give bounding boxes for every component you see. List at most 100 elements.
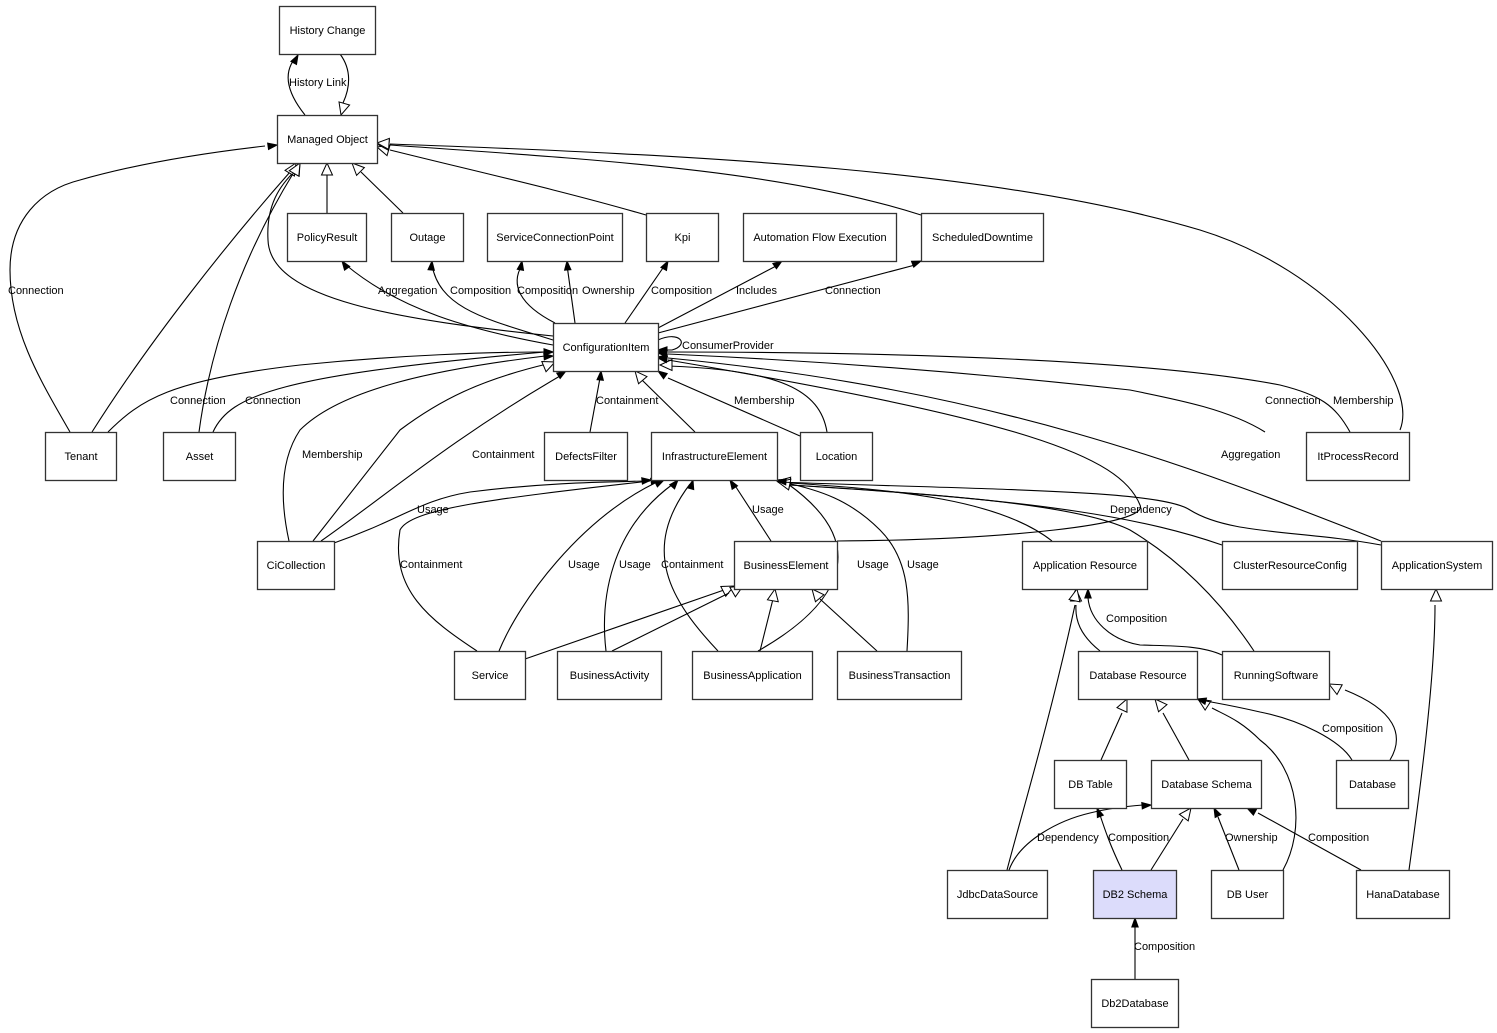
node-application-system[interactable]: ApplicationSystem: [1380, 540, 1494, 591]
node-running-software[interactable]: RunningSoftware: [1221, 650, 1331, 701]
node-box[interactable]: [278, 5, 377, 56]
node-box[interactable]: [691, 650, 814, 701]
node-location[interactable]: Location: [799, 431, 874, 482]
node-hana-database[interactable]: HanaDatabase: [1355, 869, 1451, 920]
node-box[interactable]: [162, 431, 237, 482]
node-cluster-resource-config[interactable]: ClusterResourceConfig: [1221, 540, 1359, 591]
node-it-process-record[interactable]: ItProcessRecord: [1305, 431, 1411, 482]
filled-arrowhead-icon: [729, 478, 739, 491]
node-box[interactable]: [1305, 431, 1411, 482]
association-line: [1257, 812, 1362, 871]
node-defects-filter[interactable]: DefectsFilter: [543, 431, 629, 482]
node-box[interactable]: [1090, 978, 1180, 1029]
node-box[interactable]: [650, 431, 779, 482]
edge-configuration-item-to-policy-result: [341, 259, 554, 346]
node-box[interactable]: [276, 114, 379, 165]
node-configuration-item[interactable]: ConfigurationItem: [552, 322, 660, 373]
node-automation-flow-execution[interactable]: Automation Flow Execution: [742, 212, 898, 263]
node-jdbc-data-source[interactable]: JdbcDataSource: [946, 869, 1049, 920]
node-box[interactable]: [486, 212, 624, 263]
edge-label: Composition: [517, 285, 578, 297]
node-business-application[interactable]: BusinessApplication: [691, 650, 814, 701]
node-kpi[interactable]: Kpi: [645, 212, 720, 263]
node-database-schema[interactable]: Database Schema: [1150, 759, 1263, 810]
node-db2-database[interactable]: Db2Database: [1090, 978, 1180, 1029]
node-business-transaction[interactable]: BusinessTransaction: [836, 650, 963, 701]
node-box[interactable]: [44, 431, 118, 482]
node-box[interactable]: [742, 212, 898, 263]
hollow-triangle-arrowhead-icon: [1178, 807, 1192, 822]
node-box[interactable]: [552, 322, 660, 373]
node-box[interactable]: [256, 540, 336, 591]
inheritance-line: [524, 589, 725, 660]
node-service[interactable]: Service: [453, 650, 527, 701]
inheritance-line: [389, 143, 1404, 431]
node-managed-object[interactable]: Managed Object: [276, 114, 379, 165]
inheritance-line: [819, 598, 878, 652]
node-history-change[interactable]: History Change: [278, 5, 377, 56]
node-box[interactable]: [1077, 650, 1199, 701]
node-box[interactable]: [556, 650, 663, 701]
node-db-user[interactable]: DB User: [1210, 869, 1285, 920]
edge-label: Usage: [752, 504, 784, 516]
node-box[interactable]: [1335, 759, 1410, 810]
node-service-connection-point[interactable]: ServiceConnectionPoint: [486, 212, 624, 263]
edge-it-process-record-to-configuration-item: [656, 348, 1351, 433]
association-line: [667, 353, 1266, 433]
node-box[interactable]: [1092, 869, 1178, 920]
node-label: InfrastructureElement: [662, 451, 767, 463]
filled-arrowhead-icon: [660, 259, 669, 272]
node-policy-result[interactable]: PolicyResult: [286, 212, 368, 263]
association-line: [624, 264, 666, 324]
node-db2-schema[interactable]: DB2 Schema: [1092, 869, 1178, 920]
edge-business-element-to-configuration-item: [656, 355, 1141, 542]
association-line: [345, 264, 554, 346]
node-application-resource[interactable]: Application Resource: [1021, 540, 1149, 591]
node-database-resource[interactable]: Database Resource: [1077, 650, 1199, 701]
node-box[interactable]: [1221, 650, 1331, 701]
node-box[interactable]: [1355, 869, 1451, 920]
association-line: [777, 481, 1382, 546]
association-line: [663, 483, 719, 652]
node-box[interactable]: [390, 212, 465, 263]
node-outage[interactable]: Outage: [390, 212, 465, 263]
node-label: BusinessElement: [744, 560, 829, 572]
node-label: PolicyResult: [297, 232, 358, 244]
node-box[interactable]: [1021, 540, 1149, 591]
edge-policy-result-to-managed-object: [320, 161, 334, 213]
node-box[interactable]: [1210, 869, 1285, 920]
node-business-element[interactable]: BusinessElement: [733, 540, 839, 591]
inheritance-line: [267, 169, 554, 337]
node-box[interactable]: [543, 431, 629, 482]
filled-arrowhead-icon: [1213, 806, 1222, 819]
node-box[interactable]: [1380, 540, 1494, 591]
edge-label: Includes: [736, 285, 777, 297]
node-box[interactable]: [1221, 540, 1359, 591]
filled-arrowhead-icon: [1096, 806, 1105, 819]
node-box[interactable]: [946, 869, 1049, 920]
node-box[interactable]: [286, 212, 368, 263]
edge-label: Dependency: [1037, 832, 1099, 844]
node-ci-collection[interactable]: CiCollection: [256, 540, 336, 591]
edge-tenant-to-configuration-item: [107, 348, 555, 433]
filled-arrowhead-icon: [516, 259, 525, 272]
node-db-table[interactable]: DB Table: [1053, 759, 1128, 810]
node-box[interactable]: [645, 212, 720, 263]
node-scheduled-downtime[interactable]: ScheduledDowntime: [920, 212, 1045, 263]
node-box[interactable]: [1053, 759, 1128, 810]
node-box[interactable]: [733, 540, 839, 591]
node-tenant[interactable]: Tenant: [44, 431, 118, 482]
edge-configuration-item-to-kpi: [624, 259, 669, 324]
node-infrastructure-element[interactable]: InfrastructureElement: [650, 431, 779, 482]
edge-service-to-business-element: [524, 585, 736, 660]
node-database[interactable]: Database: [1335, 759, 1410, 810]
node-box[interactable]: [920, 212, 1045, 263]
node-box[interactable]: [836, 650, 963, 701]
node-asset[interactable]: Asset: [162, 431, 237, 482]
node-box[interactable]: [799, 431, 874, 482]
association-line: [516, 264, 556, 324]
node-box[interactable]: [1150, 759, 1263, 810]
node-box[interactable]: [453, 650, 527, 701]
node-business-activity[interactable]: BusinessActivity: [556, 650, 663, 701]
